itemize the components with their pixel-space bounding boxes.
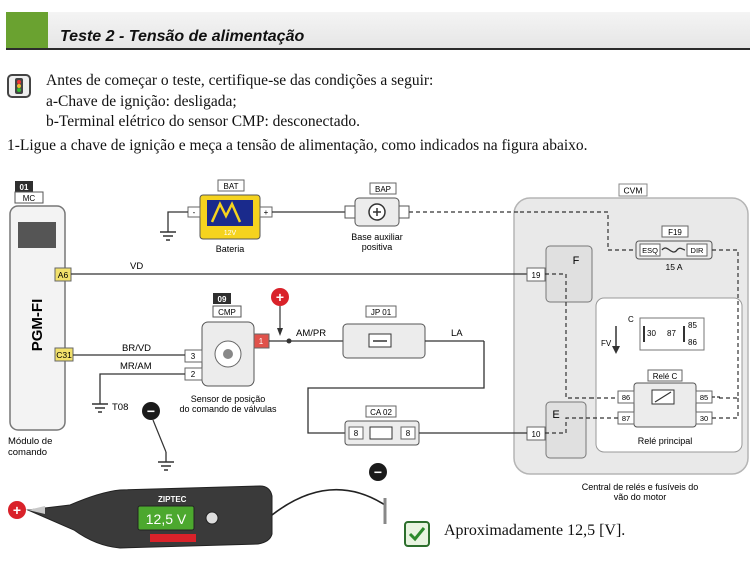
check-icon: [404, 521, 430, 547]
cmp-pin-1: 1: [259, 337, 264, 346]
cmp-tag: CMP: [218, 308, 236, 317]
f19-tag-box: [661, 225, 689, 238]
instruction-a: a-Chave de ignição: desligada;: [46, 93, 237, 110]
bap-tag: BAP: [375, 185, 391, 194]
cvm-tag-box: [618, 183, 648, 197]
relay-86: 86: [688, 338, 697, 347]
mc-caption-line-2: comando: [8, 447, 47, 458]
mc-tag: MC: [23, 194, 36, 203]
cmp-pin-2: 2: [191, 370, 196, 379]
fv-label: FV: [601, 339, 612, 348]
mc-box-label: PGM-FI: [29, 299, 46, 352]
cmp-number-badge: [213, 293, 231, 304]
wire-vd-label: VD: [130, 261, 143, 272]
relay-30: 30: [647, 329, 656, 338]
connector-f-label: F: [573, 255, 580, 267]
rele-86: 86: [622, 393, 630, 402]
header-accent-bar: [6, 12, 48, 48]
minus-probe-symbol: −: [147, 403, 155, 419]
rele-c-tag-box: [647, 369, 683, 382]
cmp-pin-3: 3: [191, 352, 196, 361]
cmp-caption-line-1: Sensor de posição: [191, 394, 266, 404]
bat-plus: +: [264, 208, 269, 217]
rele-principal-caption: Relé principal: [638, 436, 693, 446]
mc-caption-line-1: Módulo de: [8, 436, 52, 447]
plus-probe-symbol: +: [276, 289, 284, 305]
mc-number-badge: [15, 181, 33, 192]
cvm-tag: CVM: [624, 186, 643, 196]
meter-plus-marker: [8, 501, 26, 519]
traffic-light-icon: [7, 74, 31, 98]
mc-number: 01: [20, 183, 29, 192]
bap-tag-box: [369, 182, 397, 195]
pin-a6: A6: [58, 270, 69, 280]
pin-19: 19: [532, 271, 541, 280]
cmp-caption-line-2: do comando de válvulas: [179, 404, 277, 414]
f19-dir: DIR: [691, 246, 705, 255]
bap-caption-line-2: positiva: [362, 242, 393, 252]
relay-c-label: C: [628, 315, 634, 324]
bat-caption: Bateria: [216, 244, 245, 254]
mc-chip: [18, 222, 56, 248]
mc-module: [9, 205, 66, 431]
mc-tag-box: [14, 191, 44, 204]
connector-e-label: E: [552, 409, 559, 421]
battery-label-panel: [207, 200, 253, 226]
ca02-tag: CA 02: [370, 408, 392, 417]
rele-30: 30: [700, 414, 708, 423]
wire-mr-am-label: MR/AM: [120, 361, 152, 372]
ca02-tag-box: [365, 405, 397, 418]
meter-brand: ZIPTEC: [158, 495, 187, 504]
jp01-tag-box: [365, 305, 397, 318]
bat-minus: -: [193, 208, 196, 217]
relay-87: 87: [667, 329, 676, 338]
rele-87: 87: [622, 414, 630, 423]
meter-plus-symbol: +: [13, 502, 21, 518]
rele-c-tag: Relé C: [653, 372, 678, 381]
instruction-intro: Antes de começar o teste, certifique-se …: [46, 72, 434, 89]
meter-minus-marker: [369, 463, 387, 481]
rele-85: 85: [700, 393, 708, 402]
meter-display: [137, 505, 195, 531]
ca02-left-pin: 8: [354, 429, 359, 438]
cmp-tag-box: [212, 305, 242, 318]
battery-voltage-label: 12V: [224, 230, 237, 237]
cvm-caption-line-2: vão do motor: [614, 492, 667, 502]
f19-esq: ESQ: [642, 246, 658, 255]
meter-reading: 12,5 V: [146, 511, 187, 527]
pin-10: 10: [532, 430, 541, 439]
page-title: Teste 2 - Tensão de alimentação: [60, 28, 305, 45]
ca02-right-pin: 8: [406, 429, 411, 438]
cvm-caption-line-1: Central de relés e fusíveis do: [582, 482, 699, 492]
bap-caption-line-1: Base auxiliar: [351, 232, 403, 242]
wire-am-pr-label: AM/PR: [296, 328, 326, 339]
cmp-number: 09: [218, 295, 227, 304]
minus-probe-marker: [142, 402, 160, 420]
rele-c: [633, 382, 697, 428]
plus-probe-marker: [271, 288, 289, 306]
result-text: Aproximadamente 12,5 [V].: [444, 522, 626, 539]
section-header: Teste 2 - Tensão de alimentação: [6, 12, 750, 50]
pin-c31: C31: [56, 350, 72, 360]
f19-amp: 15 A: [665, 262, 682, 272]
bat-tag-box: [217, 179, 245, 192]
relay-85: 85: [688, 321, 697, 330]
jp01-tag: JP 01: [371, 308, 392, 317]
meter-minus-symbol: −: [374, 464, 382, 480]
ground-t08: T08: [112, 402, 128, 413]
wire-br-vd-label: BR/VD: [122, 343, 151, 354]
f19-tag: F19: [668, 228, 682, 237]
bat-tag: BAT: [224, 182, 239, 191]
instruction-b: b-Terminal elétrico do sensor CMP: desco…: [46, 113, 360, 130]
wire-la-label: LA: [451, 328, 463, 339]
instruction-step-1: 1-Ligue a chave de ignição e meça a tens…: [7, 137, 588, 154]
